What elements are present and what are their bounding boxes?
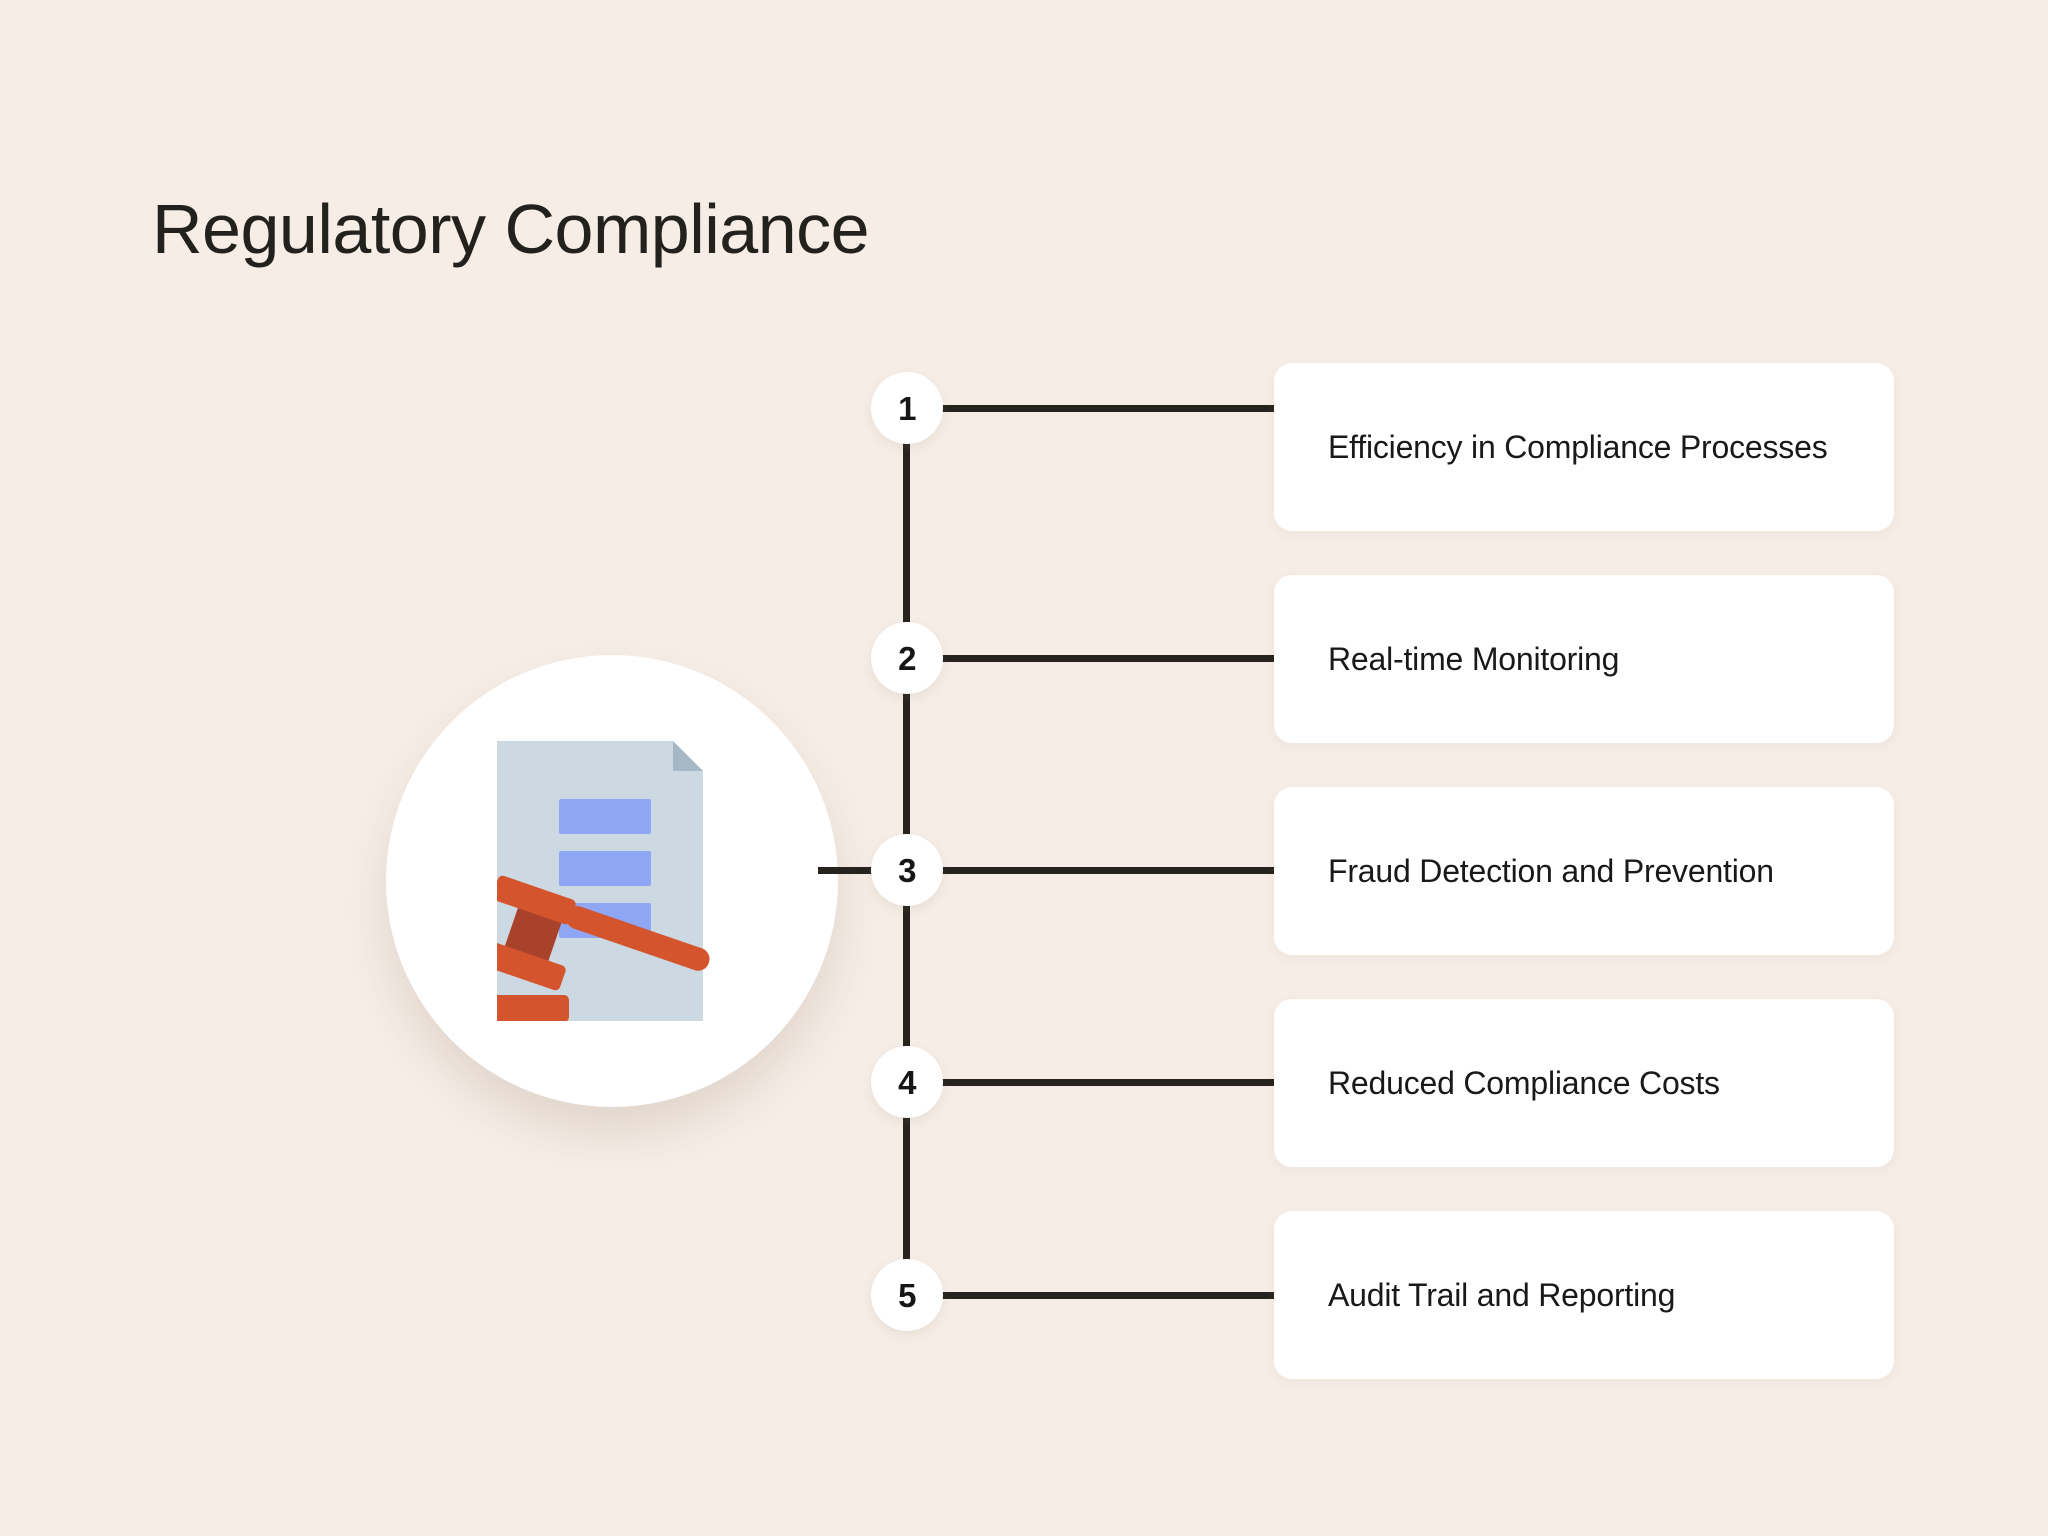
connector-line-3: [940, 867, 1280, 874]
timeline-node-3[interactable]: 3: [871, 834, 943, 906]
timeline-card-4[interactable]: Reduced Compliance Costs: [1274, 999, 1894, 1167]
connector-line-5: [940, 1292, 1280, 1299]
timeline-card-label: Fraud Detection and Prevention: [1328, 852, 1774, 889]
page-title: Regulatory Compliance: [152, 189, 870, 268]
timeline-node-2[interactable]: 2: [871, 622, 943, 694]
timeline-card-1[interactable]: Efficiency in Compliance Processes: [1274, 363, 1894, 531]
timeline-card-5[interactable]: Audit Trail and Reporting: [1274, 1211, 1894, 1379]
timeline-node-number: 4: [898, 1063, 916, 1101]
timeline-card-3[interactable]: Fraud Detection and Prevention: [1274, 787, 1894, 955]
timeline-node-number: 3: [898, 851, 916, 889]
timeline-card-label: Efficiency in Compliance Processes: [1328, 428, 1828, 465]
connector-line-2: [940, 655, 1280, 662]
icon-connector-line: [818, 867, 908, 874]
timeline-node-number: 2: [898, 639, 916, 677]
timeline-node-4[interactable]: 4: [871, 1046, 943, 1118]
timeline-card-label: Reduced Compliance Costs: [1328, 1064, 1720, 1101]
connector-line-1: [940, 405, 1280, 412]
timeline-card-label: Real-time Monitoring: [1328, 640, 1620, 677]
timeline-card-label: Audit Trail and Reporting: [1328, 1276, 1676, 1313]
timeline-node-5[interactable]: 5: [871, 1259, 943, 1331]
timeline-card-2[interactable]: Real-time Monitoring: [1274, 575, 1894, 743]
timeline-node-number: 1: [898, 389, 916, 427]
legal-document-gavel-icon: [497, 741, 710, 1021]
timeline-node-1[interactable]: 1: [871, 372, 943, 444]
icon-badge: [386, 655, 838, 1107]
timeline-node-number: 5: [898, 1276, 916, 1314]
connector-line-4: [940, 1079, 1280, 1086]
